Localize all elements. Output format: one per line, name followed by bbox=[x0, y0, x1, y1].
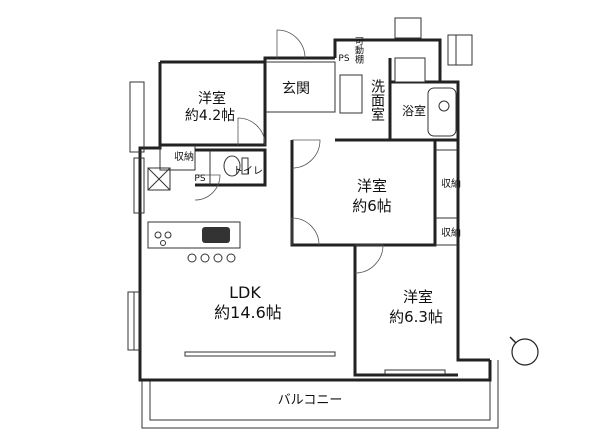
fixtures bbox=[147, 17, 457, 263]
washing-machine-icon bbox=[394, 57, 426, 83]
movable-storage-label: 可動棚 bbox=[353, 36, 364, 64]
western-room-1-name: 洋室 bbox=[198, 90, 226, 107]
toilet-label: トイレ bbox=[233, 166, 263, 177]
bathtub-icon bbox=[427, 87, 457, 137]
north-arrow-icon bbox=[509, 336, 539, 366]
storage-1-label: 収納 bbox=[174, 150, 194, 163]
bathroom-label: 浴室 bbox=[402, 103, 426, 118]
balcony-area bbox=[141, 360, 499, 429]
western-room-2-name: 洋室 bbox=[357, 177, 387, 195]
entrance-label: 玄関 bbox=[282, 80, 310, 97]
ps-2-label: PS bbox=[338, 54, 349, 64]
water-heater-icon bbox=[394, 17, 422, 39]
ps-1-label: PS bbox=[194, 174, 205, 184]
western-room-1-size: 約4.2帖 bbox=[185, 108, 235, 124]
western-room-2-size: 約6帖 bbox=[352, 197, 392, 215]
western-room-3-name: 洋室 bbox=[403, 288, 433, 306]
storage-2-label: 収納 bbox=[441, 177, 461, 190]
windows bbox=[184, 351, 446, 375]
wash-basin-icon bbox=[339, 74, 363, 114]
ldk-size: 約14.6帖 bbox=[214, 303, 282, 322]
washroom-label: 洗面室 bbox=[369, 79, 385, 121]
room-labels: 洋室 約4.2帖 玄関 洗面室 浴室 収納 トイレ PS PS 可動棚 洋室 約… bbox=[174, 36, 461, 408]
toilet-bowl-icon bbox=[223, 155, 241, 177]
sink-icon bbox=[202, 227, 230, 243]
ldk-name: LDK bbox=[229, 283, 261, 302]
door-swings bbox=[194, 29, 384, 274]
western-room-3-size: 約6.3帖 bbox=[389, 308, 443, 326]
storage-3-label: 収納 bbox=[441, 226, 461, 239]
balcony-label: バルコニー bbox=[278, 393, 343, 408]
